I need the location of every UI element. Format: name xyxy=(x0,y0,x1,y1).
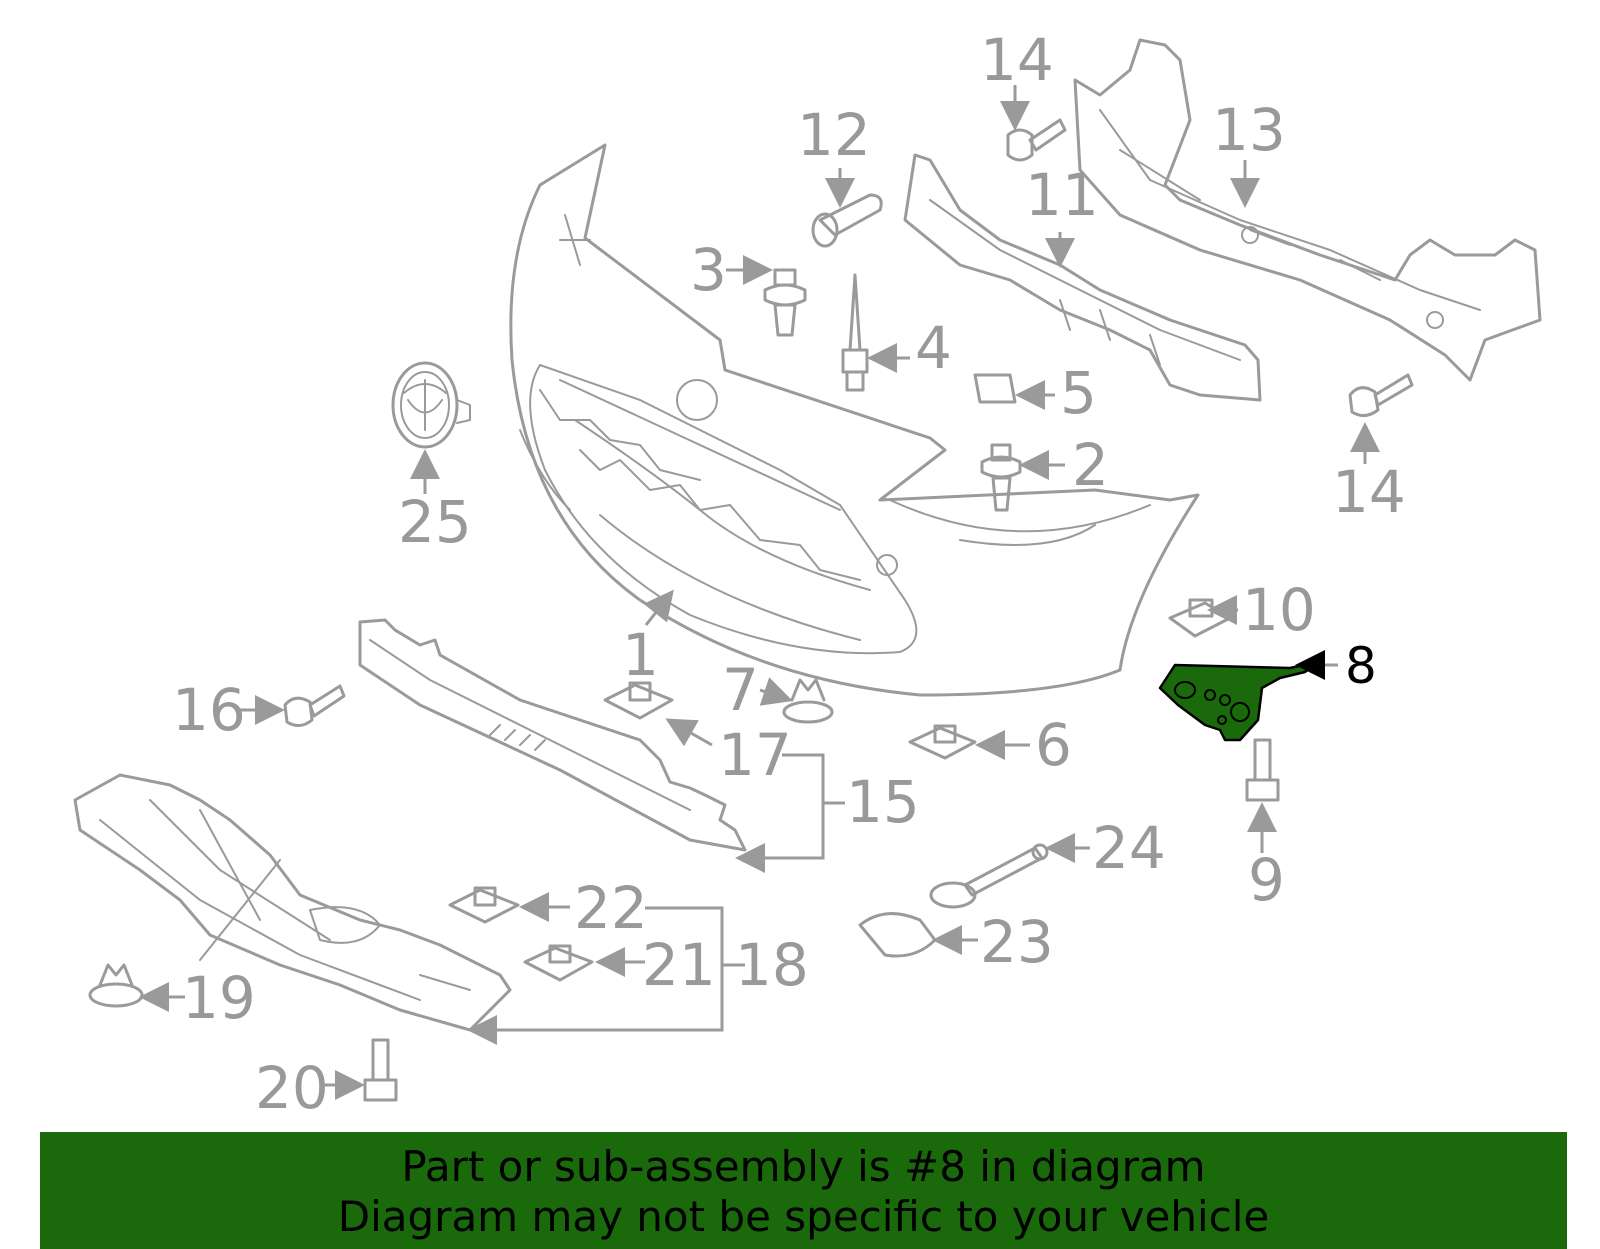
callout-4: 4 xyxy=(915,314,952,382)
callout-2: 2 xyxy=(1072,431,1109,499)
tow-hook-cover-part-23 xyxy=(858,912,937,958)
leader-lines xyxy=(139,85,1380,1100)
callout-16: 16 xyxy=(172,676,246,744)
callout-21: 21 xyxy=(642,931,716,999)
reinforcement-part-13 xyxy=(1073,38,1542,382)
push-rivet-part-3 xyxy=(763,268,807,337)
bumper-cover-part xyxy=(509,143,1200,697)
callout-11: 11 xyxy=(1025,161,1099,229)
callout-24: 24 xyxy=(1092,814,1166,882)
retainer-bracket-part-8 xyxy=(1158,660,1320,742)
clip-part-19 xyxy=(88,963,144,1008)
callout-10: 10 xyxy=(1242,576,1316,644)
callout-1: 1 xyxy=(622,621,659,689)
undercover-part-18 xyxy=(73,773,512,1032)
push-rivet-part-2 xyxy=(980,443,1022,512)
energy-absorber-part-11 xyxy=(903,153,1262,402)
clip-part-7 xyxy=(782,678,834,724)
nut-part-22 xyxy=(448,886,520,924)
callout-22: 22 xyxy=(574,874,648,942)
callout-25: 25 xyxy=(398,488,472,556)
callout-5: 5 xyxy=(1060,359,1097,427)
bolt-part-14-right xyxy=(1348,373,1414,417)
bolt-part-20 xyxy=(363,1038,398,1102)
bolt-part-9 xyxy=(1245,738,1280,802)
callout-18: 18 xyxy=(735,931,809,999)
callout-14-right: 14 xyxy=(1332,458,1406,526)
callout-6: 6 xyxy=(1035,711,1072,779)
callout-14-top: 14 xyxy=(980,26,1054,94)
nut-part-17 xyxy=(603,681,674,720)
callout-12: 12 xyxy=(797,101,871,169)
bumper-support-part-15 xyxy=(358,618,747,852)
nut-part-21 xyxy=(523,944,594,982)
callout-13: 13 xyxy=(1212,96,1286,164)
callout-17: 17 xyxy=(718,721,792,789)
callout-labels: 1 2 3 4 5 6 7 8 9 10 11 12 13 14 14 15 1… xyxy=(172,26,1406,1122)
nut-part-6 xyxy=(908,724,977,760)
rivet-part-4 xyxy=(841,273,869,392)
tow-eye-part-24 xyxy=(929,843,1049,909)
bolt-part-16 xyxy=(283,684,346,727)
emblem-part xyxy=(391,361,471,449)
callout-7: 7 xyxy=(722,656,759,724)
callout-9: 9 xyxy=(1248,846,1285,914)
pad-part-5 xyxy=(973,373,1017,404)
callout-20: 20 xyxy=(255,1054,329,1122)
info-banner: Part or sub-assembly is #8 in diagram Di… xyxy=(40,1132,1567,1249)
callout-8: 8 xyxy=(1345,637,1377,695)
banner-line-1: Part or sub-assembly is #8 in diagram xyxy=(401,1142,1206,1191)
callout-23: 23 xyxy=(980,908,1054,976)
callout-19: 19 xyxy=(182,964,256,1032)
callout-3: 3 xyxy=(690,236,727,304)
bolt-part-14-top xyxy=(1006,118,1067,162)
push-clip-part-12 xyxy=(811,193,883,248)
banner-line-2: Diagram may not be specific to your vehi… xyxy=(337,1192,1270,1241)
callout-15: 15 xyxy=(846,768,920,836)
nut-part-10 xyxy=(1168,598,1232,638)
